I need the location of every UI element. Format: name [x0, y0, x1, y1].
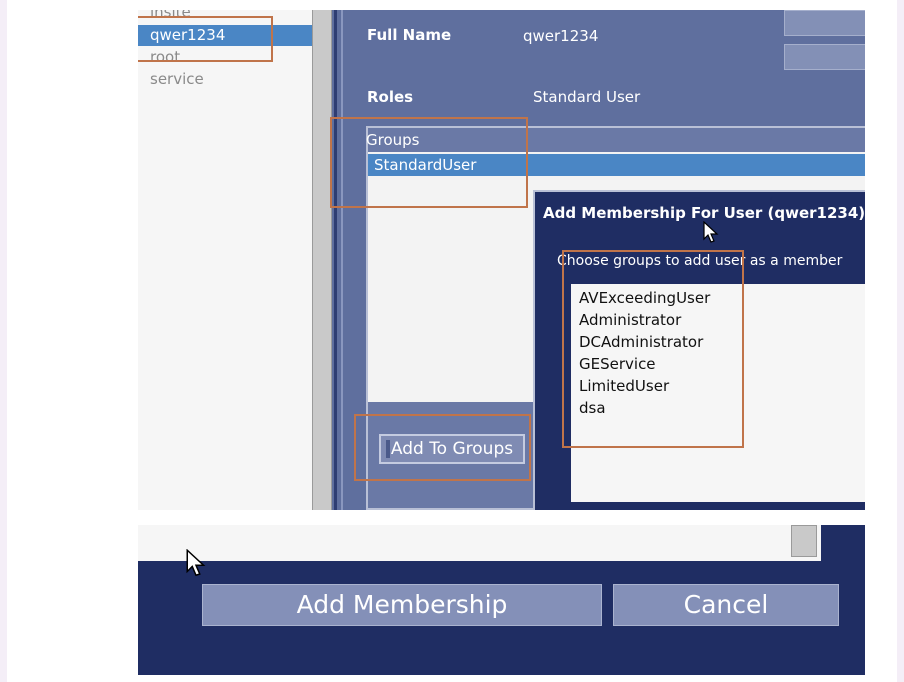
- full-name-value: qwer1234: [523, 27, 599, 45]
- group-option-geservice[interactable]: GEService: [579, 355, 656, 373]
- user-item-service[interactable]: service: [150, 70, 204, 88]
- panel-divider-highlight: [341, 10, 343, 510]
- user-item-root[interactable]: root: [150, 48, 181, 66]
- page-right-edge: [897, 0, 904, 682]
- side-action-button-2[interactable]: [784, 44, 865, 70]
- options-list-scrollbar[interactable]: [791, 525, 817, 557]
- cancel-button[interactable]: Cancel: [613, 584, 839, 626]
- user-management-screenshot: insite qwer1234 root service Full Name q…: [138, 10, 865, 510]
- mouse-pointer-icon: [186, 549, 206, 577]
- group-item-standarduser[interactable]: StandardUser: [368, 154, 865, 176]
- group-option-dcadministrator[interactable]: DCAdministrator: [579, 333, 704, 351]
- group-option-avexceedinguser[interactable]: AVExceedingUser: [579, 289, 711, 307]
- dialog-title: Add Membership For User (qwer1234): [543, 204, 865, 222]
- group-options-list[interactable]: AVExceedingUser Administrator DCAdminist…: [571, 284, 865, 502]
- add-membership-dialog: Add Membership For User (qwer1234) Choos…: [533, 190, 865, 510]
- mouse-pointer-icon: [703, 221, 719, 243]
- button-grip: [386, 440, 390, 458]
- user-item-insite[interactable]: insite: [150, 10, 191, 21]
- user-item-qwer1234[interactable]: qwer1234: [138, 25, 312, 46]
- add-to-groups-button[interactable]: Add To Groups: [379, 434, 525, 464]
- options-list-bottom[interactable]: [138, 525, 821, 561]
- page-left-edge: [0, 0, 7, 682]
- roles-label: Roles: [367, 88, 414, 106]
- full-name-label: Full Name: [367, 26, 452, 44]
- groups-label: Groups: [366, 131, 420, 149]
- group-option-limiteduser[interactable]: LimitedUser: [579, 377, 670, 395]
- user-list-scrollbar[interactable]: [312, 10, 332, 510]
- group-option-administrator[interactable]: Administrator: [579, 311, 682, 329]
- side-action-button-1[interactable]: [784, 10, 865, 36]
- roles-value: Standard User: [533, 88, 641, 106]
- user-list[interactable]: insite qwer1234 root service: [138, 10, 312, 510]
- dialog-prompt: Choose groups to add user as a member: [557, 253, 843, 269]
- group-option-dsa[interactable]: dsa: [579, 399, 606, 417]
- membership-dialog-footer-screenshot: Add Membership Cancel: [138, 525, 865, 675]
- add-membership-button[interactable]: Add Membership: [202, 584, 602, 626]
- panel-divider: [334, 10, 337, 510]
- add-to-groups-label: Add To Groups: [390, 439, 514, 459]
